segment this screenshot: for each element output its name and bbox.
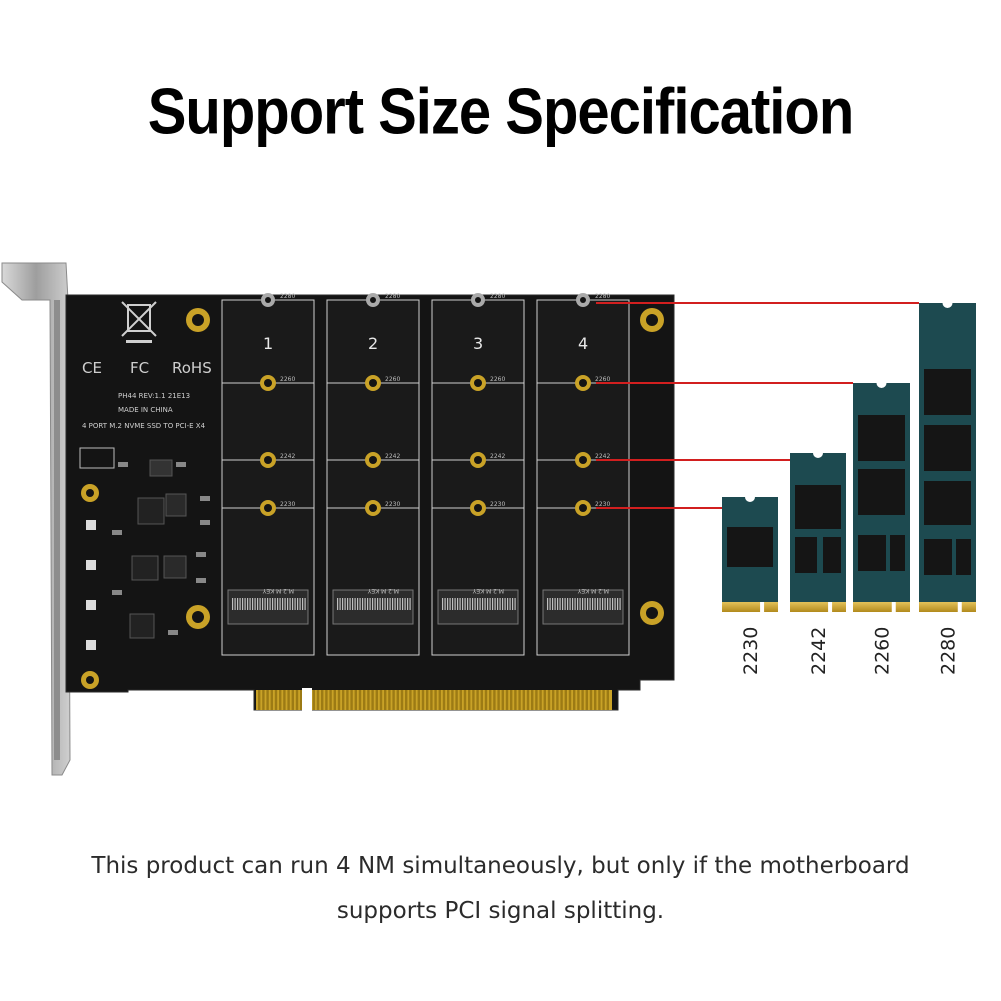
slot-number: 1 [263, 334, 273, 353]
hole-size-mark: 2280 [385, 293, 400, 300]
board-origin-text: MADE IN CHINA [118, 406, 173, 414]
size-indicator-lines [596, 302, 919, 509]
slot-number: 2 [368, 334, 378, 353]
ssd-2280: 2280 [919, 303, 976, 675]
pcie-gold-fingers [256, 688, 612, 712]
hole-size-mark: 2260 [595, 376, 610, 383]
hole-size-mark: 2230 [280, 501, 295, 508]
hole-size-mark: 2260 [385, 376, 400, 383]
key-label: M.2 M KEY [577, 587, 609, 594]
hole-size-mark: 2280 [595, 293, 610, 300]
size-label-2242: 2242 [808, 627, 830, 675]
hole-size-mark: 2242 [280, 453, 295, 460]
ssd-2230: 2230 [722, 497, 778, 675]
hole-size-mark: 2230 [490, 501, 505, 508]
hole-size-mark: 2260 [490, 376, 505, 383]
board-description-text: 4 PORT M.2 NVME SSD TO PCI-E X4 [82, 422, 206, 430]
board-model-text: PH44 REV:1.1 21E13 [118, 392, 190, 400]
slot-number: 4 [578, 334, 588, 353]
hole-size-mark: 2230 [385, 501, 400, 508]
hole-size-mark: 2242 [490, 453, 505, 460]
cert-rohs: RoHS [172, 359, 212, 377]
weee-icon [121, 301, 157, 343]
ssd-2260: 2260 [853, 383, 910, 675]
page-title: Support Size Specification [147, 75, 855, 148]
board-components: CE FC RoHS PH44 REV:1.1 21E13 MADE IN CH… [79, 301, 664, 689]
hole-size-mark: 2242 [595, 453, 610, 460]
caption-line-2: supports PCI signal splitting. [336, 898, 665, 924]
slot-number: 3 [473, 334, 483, 353]
key-label: M.2 M KEY [262, 587, 294, 594]
caption-line-1: This product can run 4 NM simultaneously… [91, 853, 910, 879]
size-label-2260: 2260 [872, 627, 894, 675]
ssd-2242: 2242 [790, 453, 846, 675]
cert-ce: CE [82, 359, 102, 377]
hole-size-mark: 2230 [595, 501, 610, 508]
hole-size-mark: 2280 [280, 293, 295, 300]
hole-size-mark: 2242 [385, 453, 400, 460]
key-label: M.2 M KEY [367, 587, 399, 594]
hole-size-mark: 2260 [280, 376, 295, 383]
hole-size-mark: 2280 [490, 293, 505, 300]
key-label: M.2 M KEY [472, 587, 504, 594]
cert-fc: FC [130, 359, 149, 377]
ssd-modules: 2230 2242 2260 2280 [722, 303, 976, 675]
metal-bracket [1, 262, 71, 776]
size-label-2280: 2280 [938, 627, 960, 675]
size-label-2230: 2230 [740, 627, 762, 675]
